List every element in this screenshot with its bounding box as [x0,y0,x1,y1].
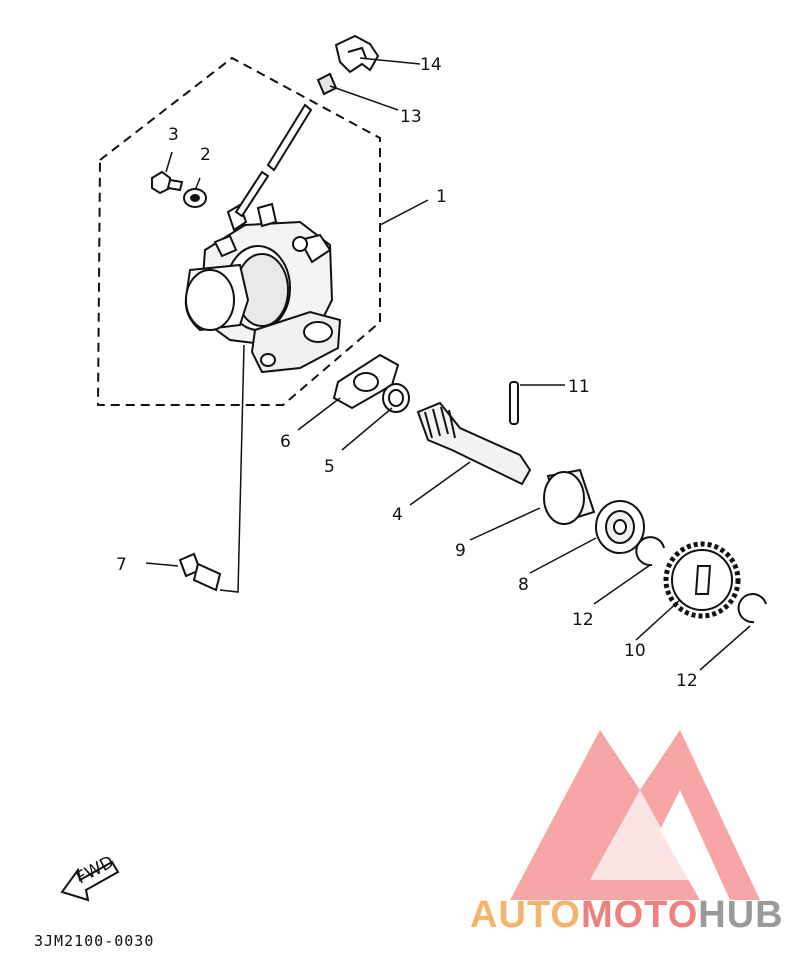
watermark-auto: AUTO [470,894,581,936]
watermark-text: AUTOMOTOHUB [470,894,784,936]
part-9-collar [543,468,596,525]
oil-pump-body [184,202,342,374]
callout-9: 9 [455,541,466,561]
part-11-pin [509,381,519,425]
part-4-shaft [416,401,532,486]
watermark-hub: HUB [698,894,783,936]
watermark-moto: MOTO [581,894,698,936]
callout-1: 1 [436,187,447,207]
callout-14: 14 [420,55,442,75]
delivery-pipe [234,103,313,218]
leader-lines [145,57,751,671]
callout-8: 8 [518,575,529,595]
part-14-clip [334,34,380,74]
callout-5: 5 [324,457,335,477]
callout-13: 13 [400,107,422,127]
assembly-boundary [96,56,381,406]
callout-6: 6 [280,432,291,452]
fwd-arrow-icon: FWD [60,852,120,902]
callout-10: 10 [624,641,646,661]
part-10-gear [663,541,741,619]
part-2-washer [183,188,207,208]
callout-12b: 12 [676,671,698,691]
part-8-bearing [595,500,645,554]
part-5-o-ring [382,383,410,413]
part-3-bolt [151,170,184,195]
part-12-circlip-b [737,593,767,624]
callout-11: 11 [568,377,590,397]
callout-3: 3 [168,125,179,145]
callout-12a: 12 [572,610,594,630]
callout-7: 7 [116,555,127,575]
automotohub-logo-icon [510,730,760,900]
callout-2: 2 [200,145,211,165]
part-12-circlip-a [635,536,665,567]
part-code: 3JM2100-0030 [34,932,154,950]
callout-4: 4 [392,505,403,525]
part-13-fitting [316,72,338,96]
part-7-bolt [178,552,222,592]
